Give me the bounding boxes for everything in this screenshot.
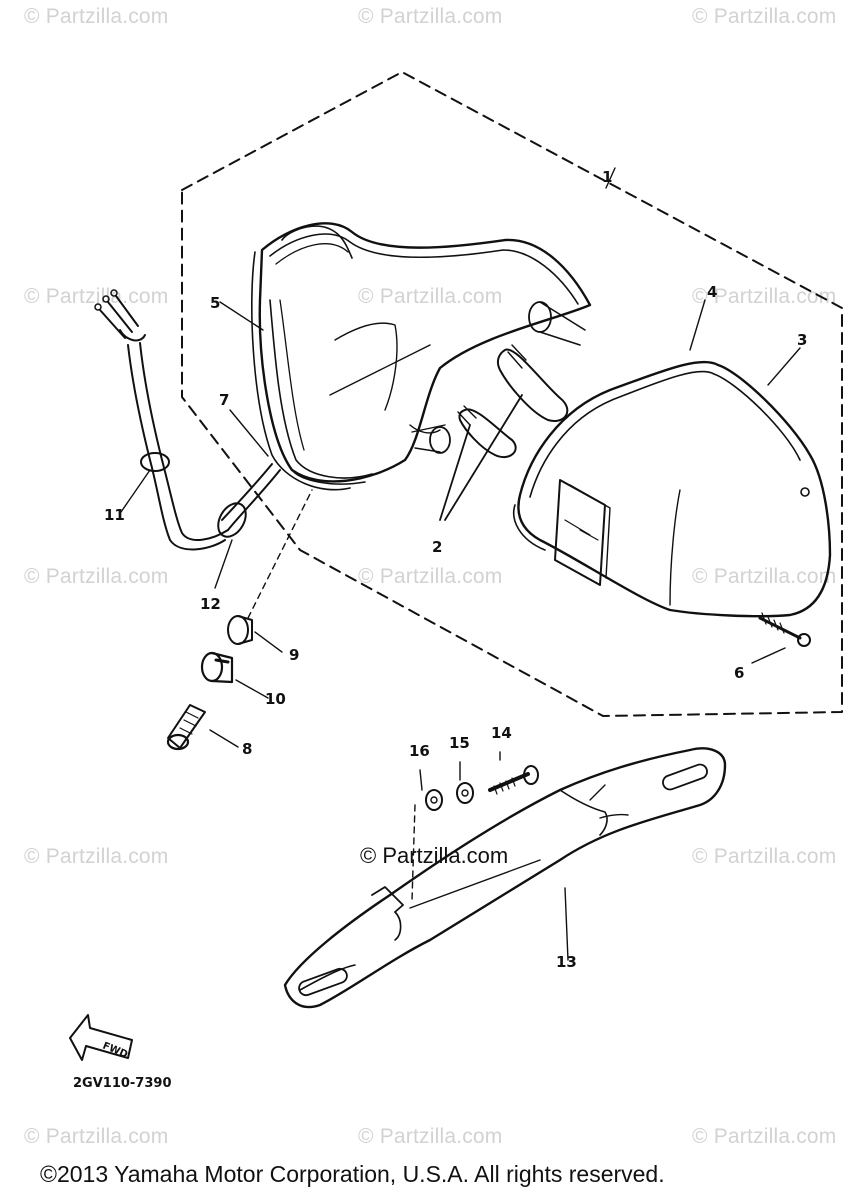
collar xyxy=(227,615,253,645)
callout-8: 8 xyxy=(242,740,253,758)
callout-12: 12 xyxy=(200,595,221,613)
watermark: © Partzilla.com xyxy=(358,5,503,28)
fwd-label: FWD xyxy=(101,1041,129,1061)
callout-6: 6 xyxy=(734,664,745,682)
lens-assembly xyxy=(513,360,832,618)
callout-16: 16 xyxy=(409,742,430,760)
bulbs xyxy=(439,344,569,521)
callout-9: 9 xyxy=(289,646,300,664)
watermark: © Partzilla.com xyxy=(692,565,837,588)
callout-13: 13 xyxy=(556,953,577,971)
callout-3: 3 xyxy=(797,331,808,349)
callout-11: 11 xyxy=(104,506,125,524)
damper xyxy=(200,651,234,684)
watermark: © Partzilla.com xyxy=(24,5,169,28)
assembly-boundary xyxy=(181,71,843,717)
wiring-harness xyxy=(94,289,281,551)
watermark: © Partzilla.com xyxy=(358,565,503,588)
watermark: © Partzilla.com xyxy=(692,845,837,868)
callout-14: 14 xyxy=(491,724,512,742)
callout-1: 1 xyxy=(602,168,613,186)
watermark: © Partzilla.com xyxy=(692,1125,837,1148)
watermark: © Partzilla.com xyxy=(24,1125,169,1148)
base-housing xyxy=(251,222,592,491)
watermark: © Partzilla.com xyxy=(24,565,169,588)
callout-7: 7 xyxy=(219,391,230,409)
fwd-arrow xyxy=(69,1014,133,1061)
diagram-code: 2GV110-7390 xyxy=(73,1076,172,1091)
callout-2: 2 xyxy=(432,538,443,556)
watermark: © Partzilla.com xyxy=(692,5,837,28)
watermark: © Partzilla.com xyxy=(24,285,169,308)
watermark: © Partzilla.com xyxy=(358,285,503,308)
watermark: © Partzilla.com xyxy=(24,845,169,868)
callout-5: 5 xyxy=(210,294,221,312)
mounting-bolt xyxy=(166,704,206,751)
license-bracket xyxy=(283,747,727,1009)
callout-10: 10 xyxy=(265,690,286,708)
bracket-hardware xyxy=(411,751,539,901)
center-watermark: © Partzilla.com xyxy=(360,843,509,868)
watermark: © Partzilla.com xyxy=(358,1125,503,1148)
callout-15: 15 xyxy=(449,734,470,752)
callout-4: 4 xyxy=(707,283,718,301)
watermark: © Partzilla.com xyxy=(692,285,837,308)
copyright-notice: ©2013 Yamaha Motor Corporation, U.S.A. A… xyxy=(40,1161,665,1187)
lens-screw xyxy=(751,612,811,664)
